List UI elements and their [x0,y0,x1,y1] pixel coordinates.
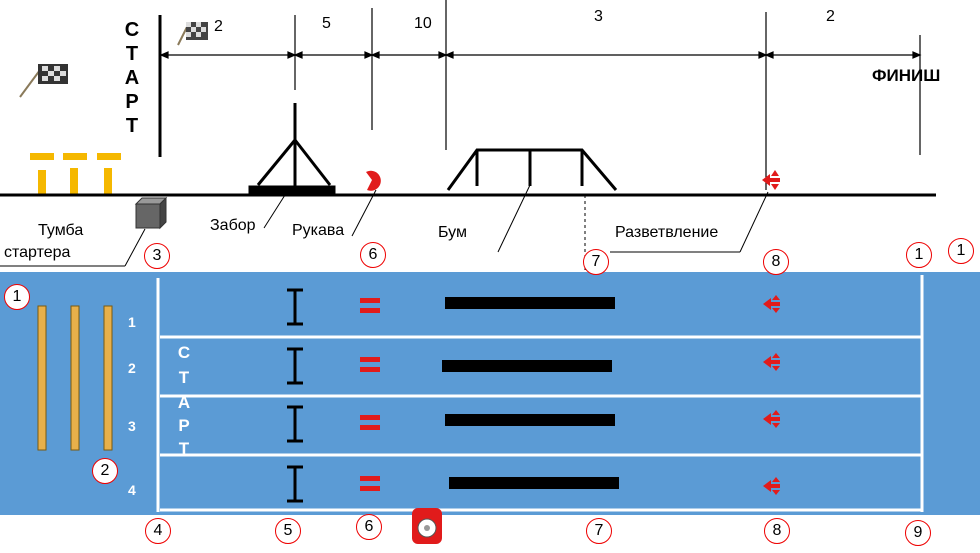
boom-obstacle [446,148,618,191]
starter-block [134,196,168,230]
segment-length: 5 [322,15,331,32]
lane-lines [156,275,924,512]
start-letter: А [124,67,140,89]
marker: 4 [145,518,171,544]
marker: 6 [356,514,382,540]
starter-label: Тумба [38,222,84,239]
marker: 9 [905,520,931,546]
start-letter: Р [125,91,139,113]
marker: 2 [92,458,118,484]
lane-number: 3 [128,418,136,434]
marker: 8 [763,249,789,275]
marker: 1 [948,238,974,264]
segment-length: 10 [414,15,432,32]
segment-length: 2 [826,8,835,25]
flag-icon [19,64,68,98]
starter-hurdles [30,153,121,194]
marker: 1 [906,242,932,268]
marker: 3 [144,243,170,269]
branch-label: Разветвление [615,224,719,241]
start-letter: Т [125,43,139,65]
marker: 6 [360,242,386,268]
marker: 7 [586,518,612,544]
boom-label: Бум [438,224,467,241]
lane-obstacles [287,288,780,503]
track-start-letter: Р [178,416,190,435]
start-letter: Т [125,115,139,137]
segment-length: 2 [214,18,223,35]
track-start-letter: Т [178,368,190,387]
flag-icon [177,22,208,46]
lane-number: 2 [128,360,136,376]
sleeves-label: Рукава [292,222,345,239]
start-letter: С [124,19,140,41]
marker: 7 [583,249,609,275]
track-area [0,272,980,515]
segment-length: 3 [594,8,603,25]
starter-label: стартера [4,244,71,261]
marker: 8 [764,518,790,544]
finish-label: ФИНИШ [872,66,941,85]
track-start-letter: Т [178,439,190,458]
branch-icon [762,170,780,190]
marker: 5 [275,518,301,544]
dimension-lines [159,0,922,190]
track-start-letter: А [177,393,191,412]
fence-obstacle [248,103,336,196]
planks [37,305,113,451]
lane-number: 1 [128,314,136,330]
fence-label: Забор [210,217,256,234]
sleeves-obstacle [366,170,381,191]
scale-icon [412,508,442,544]
lane-number: 4 [128,482,136,498]
track-start-letter: С [177,343,191,362]
marker: 1 [4,284,30,310]
leader-lines [0,184,769,267]
